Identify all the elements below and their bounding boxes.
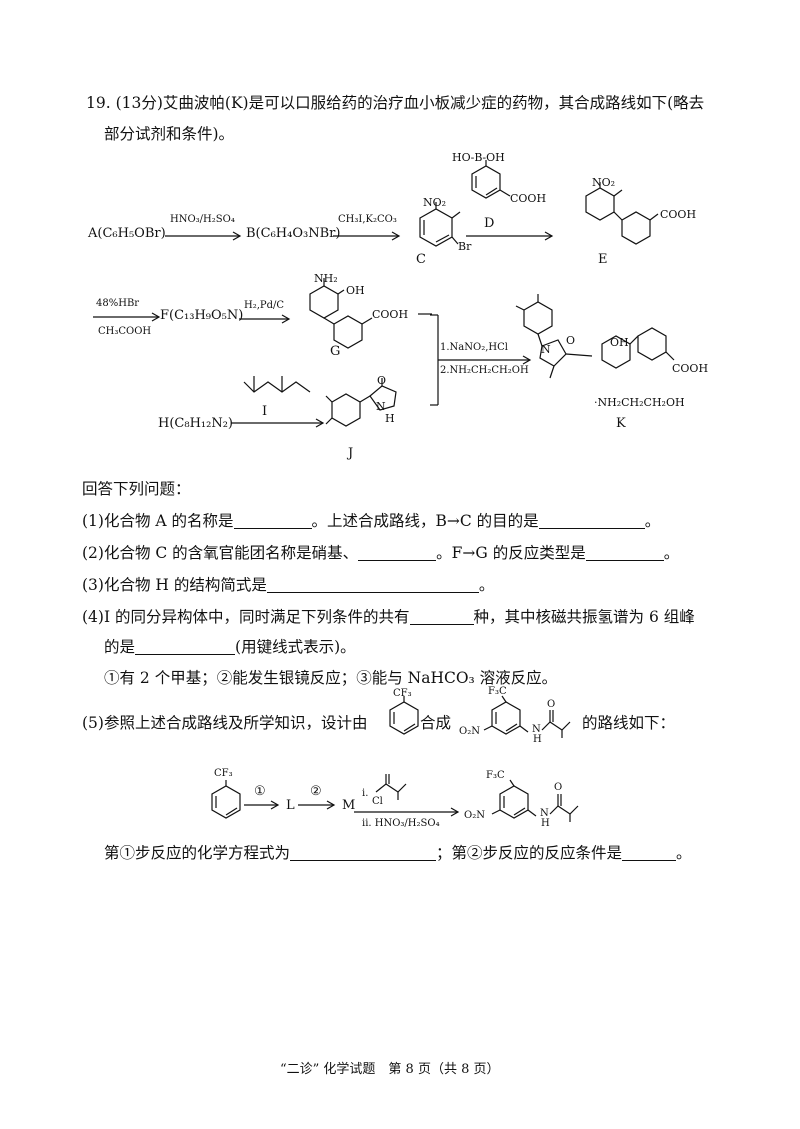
question-2: (2)化合物 C 的含氧官能团名称是硝基、。F→G 的反应类型是。 [82, 544, 680, 562]
reagent-acetic-acid: CH₃COOH [98, 326, 152, 337]
g-label: G [330, 344, 341, 359]
q3-blank-structure[interactable] [266, 576, 479, 593]
route-m: M [342, 798, 356, 813]
route-product-structure [491, 779, 579, 822]
k-pyrazole-n: N [541, 343, 551, 356]
e-nitro: NO₂ [592, 176, 616, 189]
k-hydroxyl: OH [610, 336, 629, 349]
route-step-2: ② [310, 784, 322, 799]
question-5-c: 的路线如下： [582, 714, 676, 732]
question-5-b: 合成 [420, 714, 452, 732]
q4-blank-count[interactable] [409, 608, 474, 625]
reagent-diazotization: 1.NaNO₂,HCl [440, 342, 508, 353]
structure-k [515, 294, 675, 379]
g-amino: NH₂ [314, 272, 338, 285]
k-carbonyl: O [566, 334, 576, 347]
e-carboxyl: COOH [660, 208, 697, 221]
merge-arrow-g-j-k [430, 314, 532, 406]
d-boronic-acid: HO‑B‑OH [452, 151, 505, 164]
route-step-1: ① [254, 784, 266, 799]
route-acyl-chloride [375, 774, 407, 800]
answer-prompt: 回答下列问题： [82, 480, 191, 498]
question-line-2: 部分试剂和条件)。 [104, 125, 235, 143]
compound-h: H(C₈H₁₂N₂) [158, 416, 233, 431]
k-ethanolamine-salt: ·NH₂CH₂CH₂OH [594, 396, 685, 409]
q5-target-cf3: F₃C [488, 686, 507, 697]
i-label: I [262, 404, 268, 419]
reagent-methylation: CH₃I,K₂CO₃ [338, 214, 397, 225]
question-5-final: 第①步反应的化学方程式为；第②步反应的反应条件是。 [104, 844, 692, 862]
q5-target-n: N [532, 724, 541, 735]
structure-j [325, 378, 397, 427]
compound-f: F(C₁₃H₉O₅N) [160, 308, 244, 323]
structure-e [585, 182, 659, 245]
compound-b: B(C₆H₄O₃NBr) [246, 226, 341, 241]
reagent-hbr: 48%HBr [96, 298, 140, 309]
g-carboxyl: COOH [372, 308, 409, 321]
route-start-structure [211, 780, 241, 819]
e-label: E [598, 252, 608, 267]
route-cf3: CF₃ [214, 768, 233, 779]
reagent-hydrogenation: H₂,Pd/C [244, 300, 285, 311]
j-nh: N [376, 400, 386, 413]
q5-blank-condition[interactable] [622, 844, 677, 861]
c-bromo: Br [458, 240, 472, 253]
route-reagent-ii: ii. HNO₃/H₂SO₄ [362, 818, 440, 829]
arrow-b-c [333, 231, 401, 241]
structure-c [419, 202, 461, 247]
arrow-e-f [93, 312, 161, 322]
question-line-1: 19. (13分)艾曲波帕(K)是可以口服给药的治疗血小板减少症的药物，其合成路… [86, 94, 705, 112]
reagent-nitration: HNO₃/H₂SO₄ [170, 214, 235, 225]
g-hydroxyl: OH [346, 284, 365, 297]
structure-g [309, 278, 432, 349]
question-4-conditions: ①有 2 个甲基；②能发生银镜反应；③能与 NaHCO₃ 溶液反应。 [104, 669, 558, 687]
compound-a: A(C₆H₅OBr) [88, 226, 166, 241]
k-label: K [616, 416, 626, 431]
j-h: H [385, 412, 395, 425]
structure-d [471, 160, 511, 199]
arrow-h-j [231, 418, 325, 428]
arrow-f-g [239, 314, 291, 324]
arrow-a-b [165, 231, 242, 241]
k-carboxyl: COOH [672, 362, 709, 375]
route-cl: Cl [372, 796, 383, 807]
route-arrow-1 [244, 800, 280, 810]
j-label: J [348, 446, 354, 461]
route-product-cf3: F₃C [486, 770, 505, 781]
q5-target-no2: O₂N [459, 726, 480, 737]
q2-blank-reaction-type[interactable] [585, 544, 664, 561]
page-footer: “二诊” 化学试题 第 8 页（共 8 页） [280, 1062, 500, 1077]
route-product-no2: O₂N [464, 810, 485, 821]
j-carbonyl: O [377, 374, 387, 387]
c-label: C [416, 252, 426, 267]
question-3: (3)化合物 H 的结构简式是。 [82, 576, 495, 594]
route-arrow-3 [354, 807, 460, 817]
q5-target-o: O [547, 699, 556, 710]
question-1: (1)化合物 A 的名称是。上述合成路线，B→C 的目的是。 [82, 512, 661, 530]
q1-blank-purpose[interactable] [538, 512, 645, 529]
q5-blank-equation[interactable] [290, 844, 437, 861]
structure-target-amide [483, 695, 571, 738]
question-4-line-1: (4)I 的同分异构体中，同时满足下列条件的共有种，其中核磁共振氢谱为 6 组峰 [82, 608, 695, 626]
route-product-o: O [554, 782, 563, 793]
route-reagent-i: i. [362, 788, 369, 799]
question-4-line-2: 的是(用键线式表示)。 [104, 638, 356, 656]
d-carboxyl: COOH [510, 192, 547, 205]
route-product-n: N [540, 808, 549, 819]
q1-blank-name[interactable] [233, 512, 312, 529]
route-arrow-2 [298, 800, 336, 810]
route-l: L [286, 798, 295, 813]
arrow-c-e [466, 231, 554, 241]
structure-i [243, 376, 311, 393]
structure-trifluorotoluene [389, 696, 419, 735]
question-5-a: (5)参照上述合成路线及所学知识，设计由 [82, 714, 368, 732]
q2-blank-group[interactable] [358, 544, 437, 561]
c-nitro: NO₂ [423, 196, 447, 209]
d-label: D [484, 216, 495, 231]
reagent-ethanolamine: 2.NH₂CH₂CH₂OH [440, 365, 529, 376]
q4-blank-structure[interactable] [135, 638, 236, 655]
q5-cf3-label: CF₃ [393, 688, 412, 699]
q5-target-h: H [533, 734, 542, 745]
route-product-h: H [541, 818, 550, 829]
